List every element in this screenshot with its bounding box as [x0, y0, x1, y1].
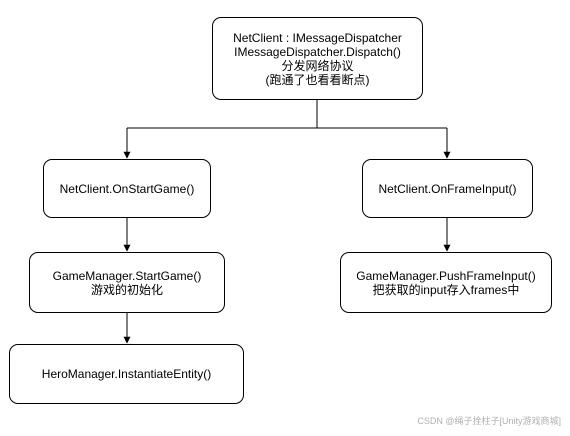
node-dispatch-line1: NetClient : IMessageDispatcher: [233, 30, 402, 45]
node-gm-push-frame-input-line2: 把获取的input存入frames中: [372, 282, 520, 297]
node-hero-instantiate[interactable]: HeroManager.InstantiateEntity(): [9, 344, 244, 404]
node-dispatch-line4: (跑通了也看看断点): [265, 72, 370, 87]
node-on-frame-input-label: NetClient.OnFrameInput(): [378, 181, 517, 196]
node-on-start-game[interactable]: NetClient.OnStartGame(): [43, 159, 211, 218]
node-gm-start-game-line1: GameManager.StartGame(): [52, 268, 202, 283]
node-on-start-game-label: NetClient.OnStartGame(): [59, 181, 195, 196]
node-hero-instantiate-label: HeroManager.InstantiateEntity(): [41, 367, 212, 381]
node-on-frame-input[interactable]: NetClient.OnFrameInput(): [362, 159, 533, 218]
node-dispatch[interactable]: NetClient : IMessageDispatcher IMessageD…: [212, 17, 423, 100]
node-dispatch-line2: IMessageDispatcher.Dispatch(): [234, 44, 401, 59]
node-gm-push-frame-input[interactable]: GameManager.PushFrameInput() 把获取的input存入…: [340, 252, 552, 313]
node-gm-push-frame-input-line1: GameManager.PushFrameInput(): [356, 268, 536, 283]
watermark: CSDN @绳子拴柱子[Unity游戏商城]: [417, 416, 561, 426]
node-dispatch-line3: 分发网络协议: [281, 58, 354, 73]
node-gm-start-game[interactable]: GameManager.StartGame() 游戏的初始化: [29, 252, 225, 313]
node-gm-start-game-line2: 游戏的初始化: [90, 282, 163, 297]
